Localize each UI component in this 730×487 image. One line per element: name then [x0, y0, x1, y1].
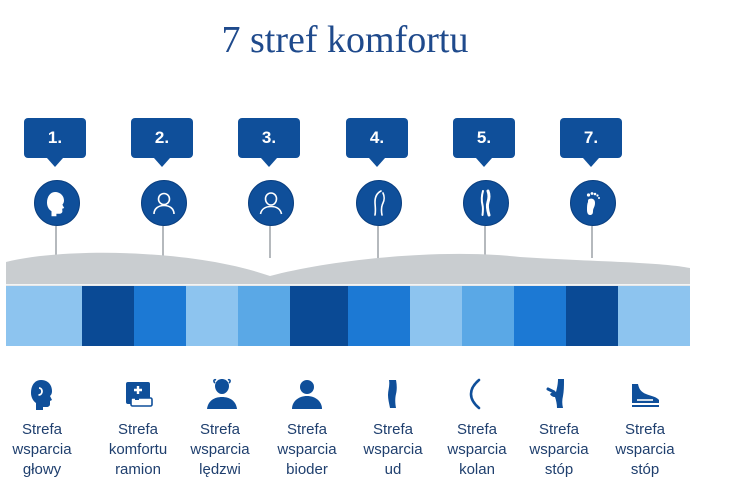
zone-label-lumbar: Strefa wsparcia lędzwi — [190, 421, 250, 478]
zone-label-thighs: Strefa wsparcia ud — [363, 421, 423, 478]
zone-segment — [134, 286, 186, 346]
torso-icon — [202, 374, 242, 414]
knee-icon — [457, 374, 497, 414]
page-title: 7 stref komfortu — [221, 19, 469, 61]
zone-segment — [566, 286, 618, 346]
zone-label-feet: Strefa wsparcia stóp — [615, 421, 675, 478]
shoulders-icon — [141, 180, 187, 226]
head-profile-icon — [22, 374, 62, 414]
zone-segment — [290, 286, 348, 346]
marker-stem — [484, 226, 486, 258]
zone-segment — [186, 286, 238, 346]
zone-number-badge: 3. — [238, 118, 300, 167]
zone-label-head: Strefa wsparcia głowy — [12, 421, 72, 478]
legs-icon — [463, 180, 509, 226]
person-icon — [248, 180, 294, 226]
person-bust-icon — [287, 374, 327, 414]
zone-number-badge: 1. — [24, 118, 86, 167]
marker-stem — [55, 226, 57, 258]
zone-number-badge: 5. — [453, 118, 515, 167]
zone-label-shoulders: Strefa komfortu ramion — [108, 421, 168, 478]
head-icon — [34, 180, 80, 226]
zone-label-knees: Strefa wsparcia kolan — [447, 421, 507, 478]
zone-label-hips: Strefa wsparcia bioder — [277, 421, 337, 478]
marker-stem — [162, 226, 164, 258]
zone-number-badge: 4. — [346, 118, 408, 167]
zone-segment — [82, 286, 134, 346]
foot-sole-icon — [625, 374, 665, 414]
zone-segment — [238, 286, 290, 346]
ankle-icon — [539, 374, 579, 414]
zone-segment — [410, 286, 462, 346]
marker-stem — [377, 226, 379, 258]
zone-number-badge: 2. — [131, 118, 193, 167]
zone-segment — [514, 286, 566, 346]
zone-segment — [6, 286, 82, 346]
foot-icon — [570, 180, 616, 226]
zone-segment — [618, 286, 690, 346]
shoulder-frame-icon — [119, 374, 159, 414]
marker-stem — [269, 226, 271, 258]
mattress-top-layer — [6, 252, 690, 284]
zone-segment — [348, 286, 410, 346]
mattress-diagram — [6, 252, 690, 346]
zone-segment — [462, 286, 514, 346]
hip-icon — [356, 180, 402, 226]
zone-label-ankles: Strefa wsparcia stóp — [529, 421, 589, 478]
thigh-icon — [373, 374, 413, 414]
zone-number-badge: 7. — [560, 118, 622, 167]
marker-stem — [591, 226, 593, 258]
